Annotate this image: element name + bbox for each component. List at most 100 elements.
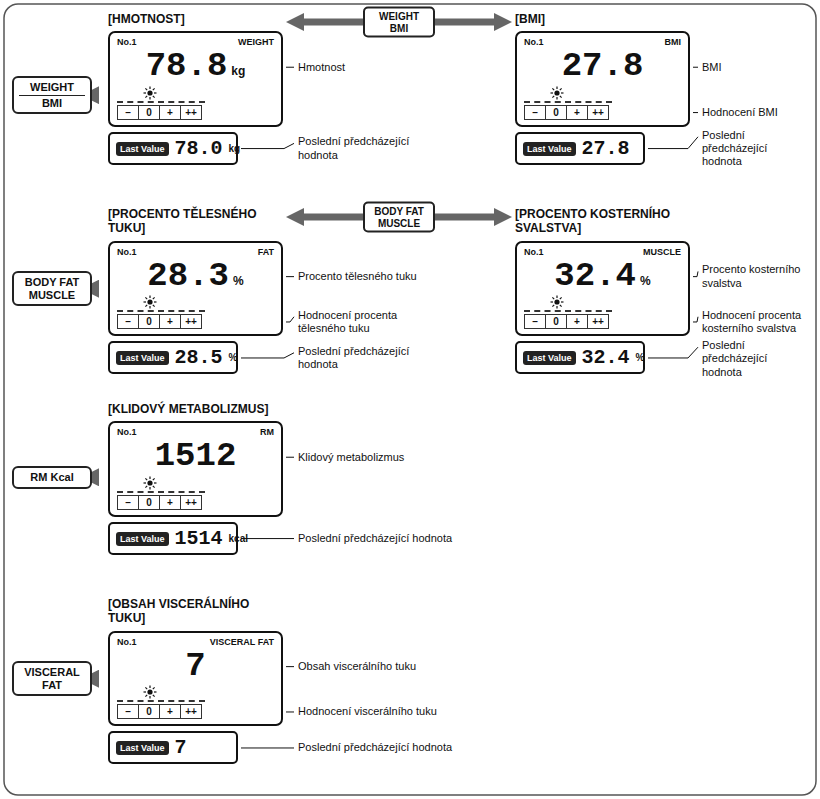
lcd-display: No.1VISCERAL FAT7–0+++ bbox=[108, 631, 283, 727]
scale-mark: 0 bbox=[545, 105, 567, 120]
last-value-box: Last Value 78.0 kg bbox=[108, 132, 238, 165]
scale-mark: 0 bbox=[138, 495, 160, 510]
leader-line bbox=[286, 666, 294, 667]
leader-line bbox=[241, 353, 294, 358]
rating-indicator bbox=[550, 86, 564, 100]
last-value-tag: Last Value bbox=[116, 142, 169, 156]
switch-button-label: WEIGHT BMI bbox=[363, 7, 435, 38]
scale-mark: – bbox=[524, 105, 546, 120]
screen-group: [PROCENTO TĚLESNÉHO TUKU]No.1FAT28.3%–0+… bbox=[108, 207, 283, 374]
leader-line bbox=[286, 711, 294, 712]
callout-label: Poslední předcházející hodnota bbox=[298, 741, 498, 754]
lcd-mode-label: No.1 bbox=[117, 247, 137, 257]
lcd-mode-label: MUSCLE bbox=[643, 247, 681, 257]
leader-line bbox=[241, 143, 294, 148]
lcd-mode-label: No.1 bbox=[117, 427, 137, 437]
last-value-box: Last Value1514kcal bbox=[108, 522, 238, 555]
leader-line bbox=[693, 67, 698, 68]
last-value: 32.4 bbox=[582, 346, 630, 369]
screen-group: [PROCENTO KOSTERNÍHO SVALSTVA]No.1MUSCLE… bbox=[515, 207, 690, 374]
last-value: 1514 bbox=[175, 527, 223, 550]
scale-mark: + bbox=[159, 495, 181, 510]
screen-heading: [PROCENTO TĚLESNÉHO TUKU] bbox=[108, 207, 283, 236]
rating-indicator bbox=[143, 86, 157, 100]
lcd-mode-label: RM bbox=[260, 427, 274, 437]
rating-scale: –0+++ bbox=[524, 314, 681, 329]
last-value-tag: Last Value bbox=[523, 351, 576, 365]
lcd-mode-label: No.1 bbox=[524, 247, 544, 257]
button-label: BMI bbox=[19, 97, 85, 110]
last-value-tag: Last Value bbox=[116, 741, 169, 755]
rating-scale: –0+++ bbox=[117, 704, 274, 719]
last-value-box: Last Value7 bbox=[108, 731, 238, 764]
unit-label: % bbox=[636, 352, 645, 363]
rating-scale: –0+++ bbox=[117, 495, 274, 510]
lcd-header: No.1 FAT bbox=[117, 247, 274, 257]
mode-button: BODY FAT MUSCLE bbox=[12, 271, 92, 306]
button-label: VISCERAL FAT bbox=[19, 666, 85, 691]
callout-label: Poslední předcházející hodnota bbox=[298, 532, 498, 545]
mode-button: VISCERAL FAT bbox=[12, 661, 92, 696]
unit-label: % bbox=[229, 352, 238, 363]
lcd-value: 27.8 bbox=[562, 49, 644, 85]
leader-line bbox=[648, 347, 698, 358]
scale-mark: ++ bbox=[180, 495, 202, 510]
screen-group: [OBSAH VISCERÁLNÍHO TUKU]No.1VISCERAL FA… bbox=[108, 597, 283, 764]
lcd-display: No.1BMI27.8–0+++ bbox=[515, 31, 690, 127]
mode-arrow bbox=[93, 675, 95, 682]
lcd-value-row: 1512 bbox=[117, 437, 274, 477]
scale-mark: – bbox=[117, 495, 139, 510]
callout-label: Poslední předcházející hodnota bbox=[702, 339, 808, 379]
callout-label: Hodnocení BMI bbox=[702, 106, 808, 119]
mode-button: WEIGHTBMI bbox=[12, 76, 92, 114]
lcd-mode-label: No.1 bbox=[117, 637, 137, 647]
callout-label: Klidový metabolizmus bbox=[298, 451, 498, 464]
lcd-header: No.1 MUSCLE bbox=[524, 247, 681, 257]
callout-label: Obsah viscerálního tuku bbox=[298, 660, 498, 673]
scale-mark: + bbox=[159, 704, 181, 719]
unit-label: % bbox=[640, 274, 651, 288]
rating-indicator bbox=[143, 685, 157, 699]
scale-mark: + bbox=[566, 105, 588, 120]
lcd-value: 1512 bbox=[155, 439, 237, 475]
rating-bar bbox=[117, 477, 205, 493]
leader-line bbox=[693, 317, 698, 322]
lcd-mode-label: WEIGHT bbox=[238, 37, 274, 47]
unit-label: kg bbox=[229, 143, 241, 154]
callout-label: Poslední předcházející hodnota bbox=[702, 129, 808, 169]
page-frame bbox=[4, 4, 816, 795]
lcd-value-row: 7 bbox=[117, 647, 274, 687]
scale-mark: ++ bbox=[180, 105, 202, 120]
screen-group: [KLIDOVÝ METABOLIZMUS]No.1RM1512–0+++Las… bbox=[108, 402, 283, 555]
scale-mark: – bbox=[117, 314, 139, 329]
button-label: RM Kcal bbox=[19, 471, 85, 484]
rating-bar bbox=[117, 686, 205, 702]
last-value: 78.0 bbox=[175, 137, 223, 160]
unit-label: kcal bbox=[229, 533, 248, 544]
unit-label: % bbox=[233, 274, 244, 288]
leader-line bbox=[693, 112, 698, 113]
lcd-header: No.1WEIGHT bbox=[117, 37, 274, 47]
screen-group: [HMOTNOST]No.1WEIGHT78.8kg–0+++Last Valu… bbox=[108, 12, 283, 165]
scale-mark: ++ bbox=[587, 105, 609, 120]
lcd-mode-label: No.1 bbox=[524, 37, 544, 47]
lcd-display: No.1WEIGHT78.8kg–0+++ bbox=[108, 31, 283, 127]
leader-line bbox=[286, 276, 294, 277]
lcd-display: No.1RM1512–0+++ bbox=[108, 421, 283, 517]
screen-group: [BMI]No.1BMI27.8–0+++Last Value27.8 bbox=[515, 12, 690, 165]
lcd-mode-label: FAT bbox=[258, 247, 274, 257]
lcd-display: No.1MUSCLE32.4%–0+++ bbox=[515, 241, 690, 337]
scale-mark: ++ bbox=[587, 314, 609, 329]
callout-label: Hodnocení procenta kosterního svalstva bbox=[702, 309, 808, 335]
last-value: 27.8 bbox=[582, 137, 630, 160]
scale-mark: – bbox=[117, 704, 139, 719]
callout-label: Poslední předcházející hodnota bbox=[298, 345, 423, 371]
rating-bar bbox=[524, 87, 612, 103]
rating-indicator bbox=[143, 295, 157, 309]
rating-scale: –0+++ bbox=[524, 105, 681, 120]
last-value-tag: Last Value bbox=[116, 351, 169, 365]
leader-line bbox=[286, 457, 294, 458]
rating-bar bbox=[117, 87, 205, 103]
scale-mark: 0 bbox=[138, 704, 160, 719]
rating-bar bbox=[524, 296, 612, 312]
